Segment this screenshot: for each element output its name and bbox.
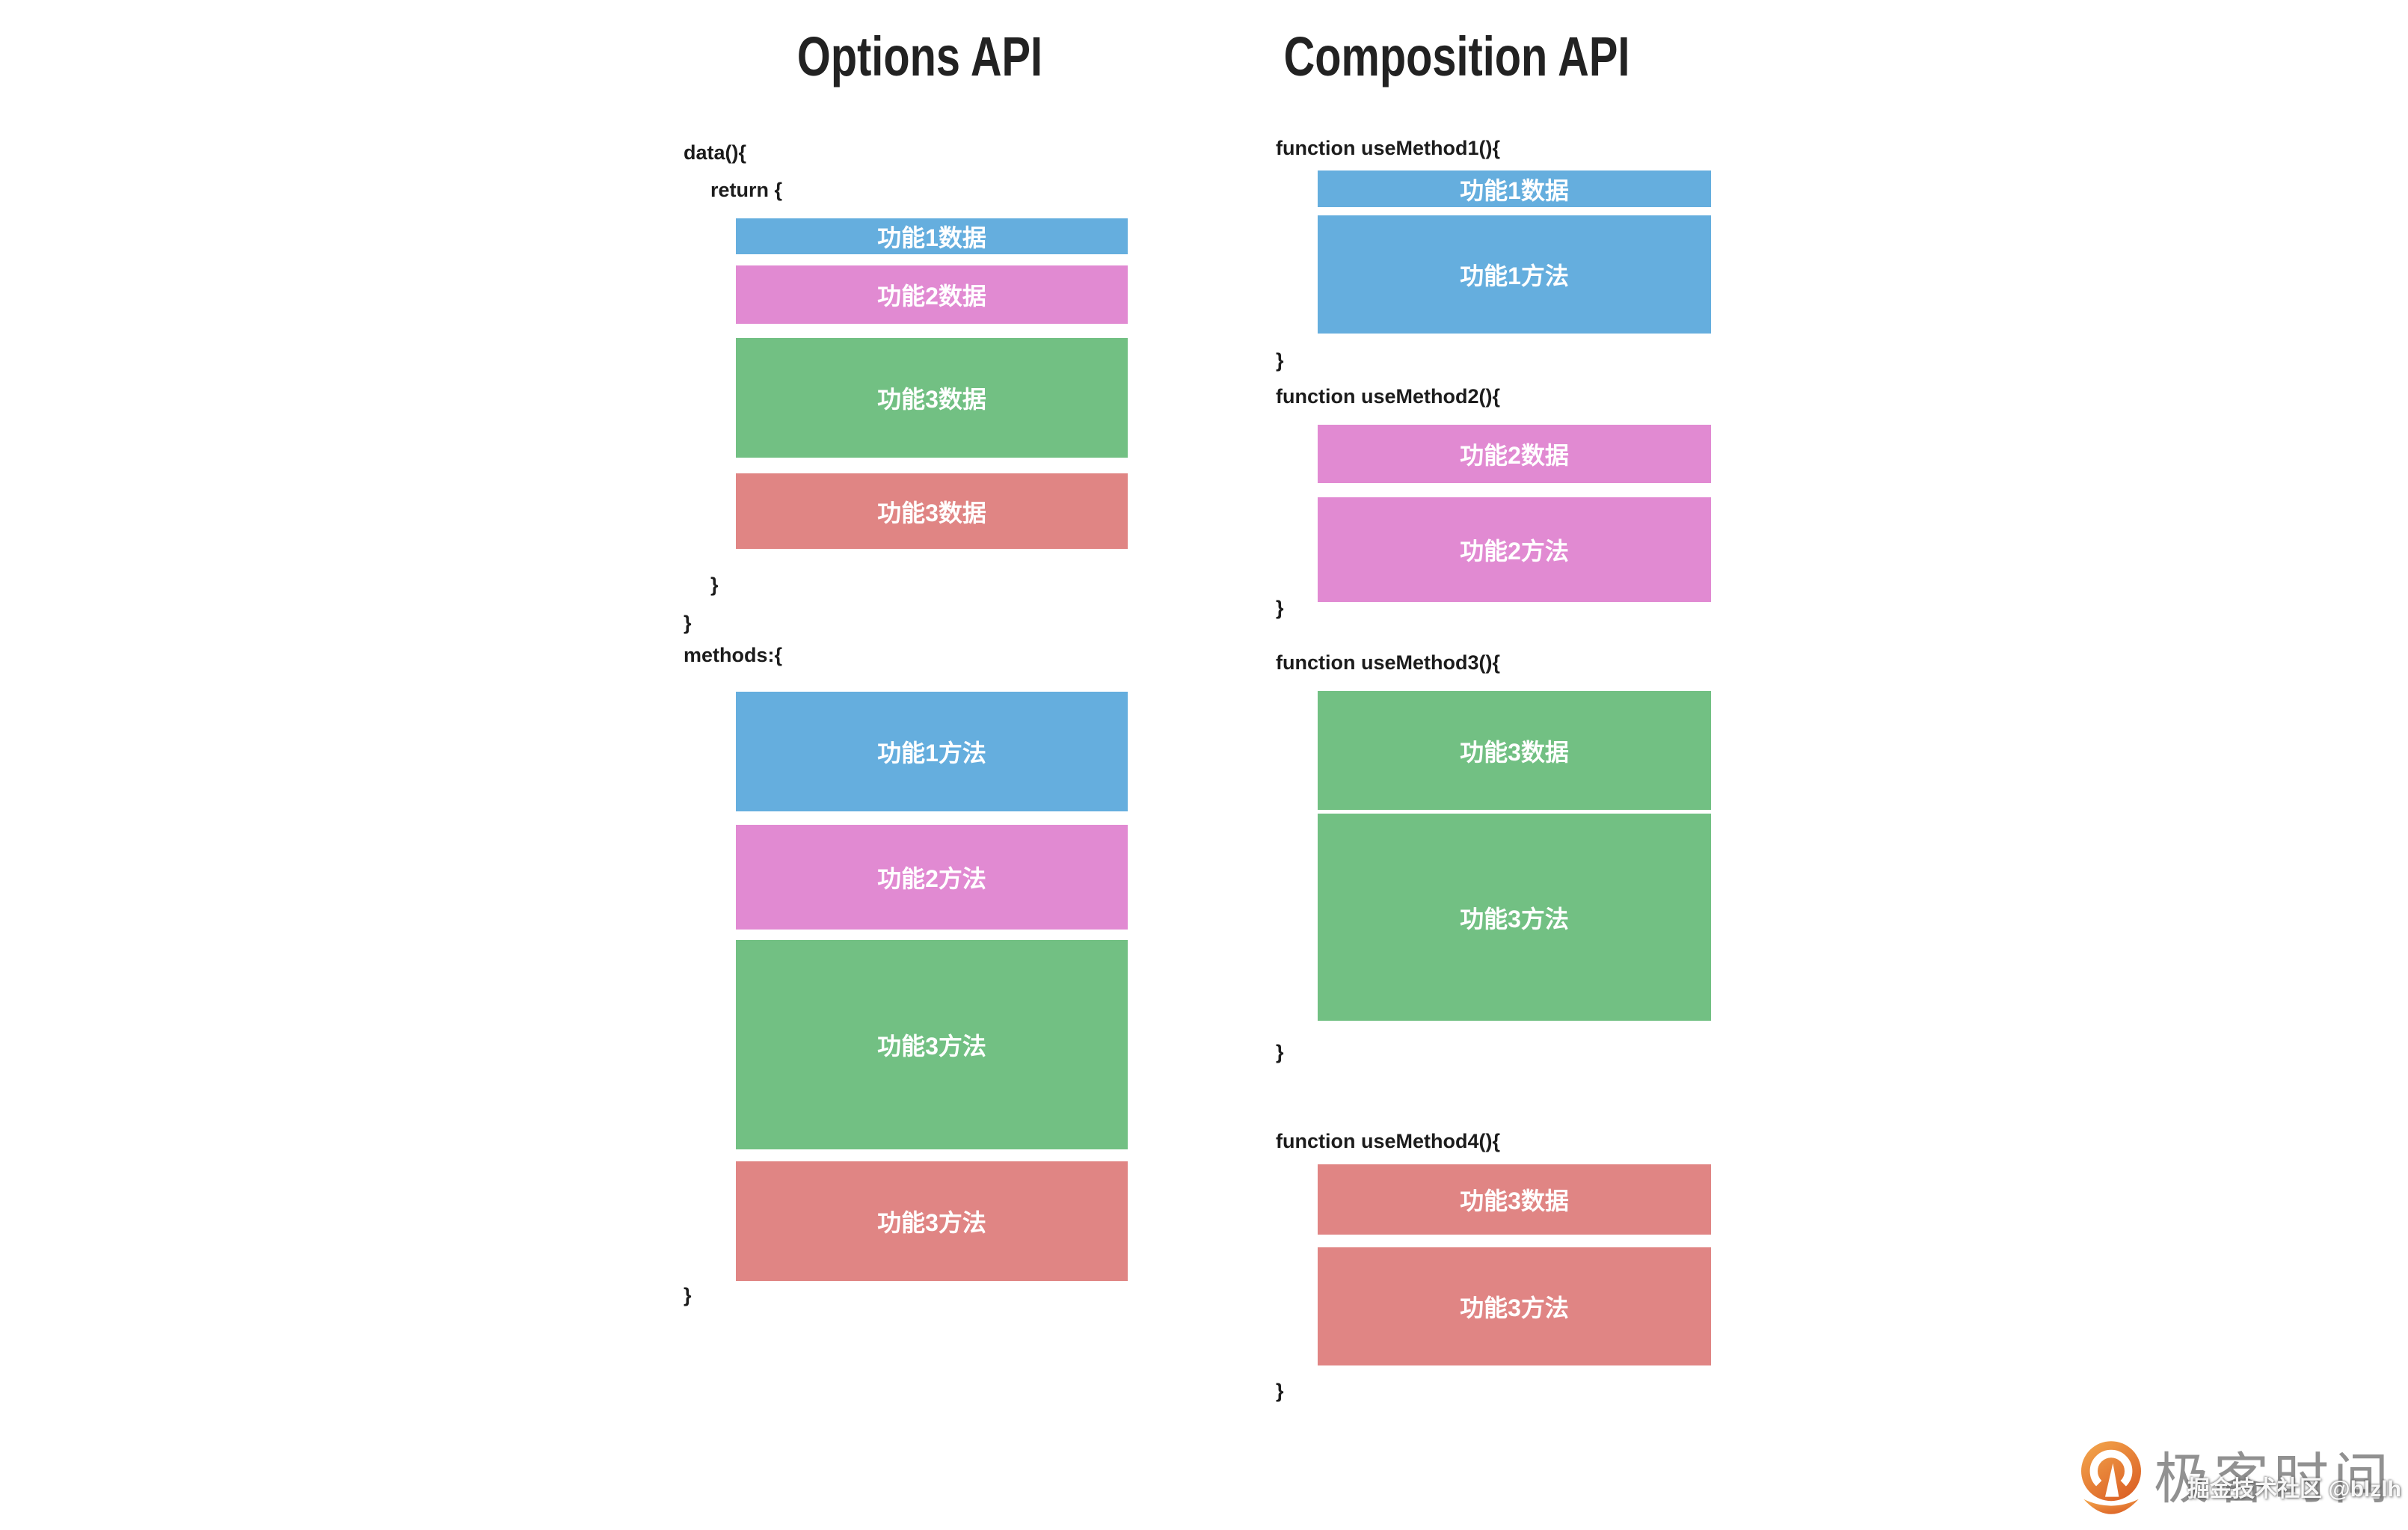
options-method-box-feature1: 功能1方法	[736, 692, 1128, 811]
composition-data-box-feature3: 功能3数据	[1318, 691, 1711, 810]
options-data-box-feature3: 功能3数据	[736, 338, 1128, 458]
options-api-title: Options API	[796, 25, 1043, 87]
composition-method-box-feature4: 功能3方法	[1318, 1247, 1711, 1365]
code-methods-close: }	[684, 1284, 692, 1306]
code-usemethod1-open: function useMethod1(){	[1276, 137, 1500, 159]
code-methods-open: methods:{	[684, 644, 783, 666]
watermark-brand-text: 极客时间	[2154, 1448, 2393, 1510]
code-usemethod2-open: function useMethod2(){	[1276, 385, 1500, 408]
composition-method-box-feature2: 功能2方法	[1318, 497, 1711, 602]
code-usemethod3-open: function useMethod3(){	[1276, 651, 1500, 674]
code-usemethod1-close: }	[1276, 349, 1284, 372]
code-return-close: }	[710, 574, 719, 596]
options-method-box-feature4: 功能3方法	[736, 1161, 1128, 1281]
options-method-box-feature2: 功能2方法	[736, 825, 1128, 930]
options-data-box-feature2: 功能2数据	[736, 265, 1128, 324]
composition-data-box-feature2: 功能2数据	[1318, 425, 1711, 483]
composition-data-box-feature4: 功能3数据	[1318, 1164, 1711, 1235]
composition-data-box-feature1: 功能1数据	[1318, 170, 1711, 207]
geektime-logo-icon	[2081, 1441, 2141, 1514]
code-usemethod2-close: }	[1276, 597, 1284, 619]
code-data-close: }	[684, 612, 692, 634]
code-usemethod3-close: }	[1276, 1041, 1284, 1063]
code-usemethod4-close: }	[1276, 1380, 1284, 1402]
composition-api-title: Composition API	[1283, 25, 1630, 87]
options-data-box-feature4: 功能3数据	[736, 473, 1128, 549]
options-method-box-feature3: 功能3方法	[736, 940, 1128, 1149]
composition-method-box-feature3: 功能3方法	[1318, 814, 1711, 1021]
code-data-open: data(){	[684, 141, 747, 164]
options-data-box-feature1: 功能1数据	[736, 218, 1128, 254]
watermark-overlay-text: 掘金技术社区 @blzlh	[2187, 1477, 2401, 1502]
code-return-open: return {	[710, 179, 783, 201]
composition-method-box-feature1: 功能1方法	[1318, 215, 1711, 334]
code-usemethod4-open: function useMethod4(){	[1276, 1130, 1500, 1152]
